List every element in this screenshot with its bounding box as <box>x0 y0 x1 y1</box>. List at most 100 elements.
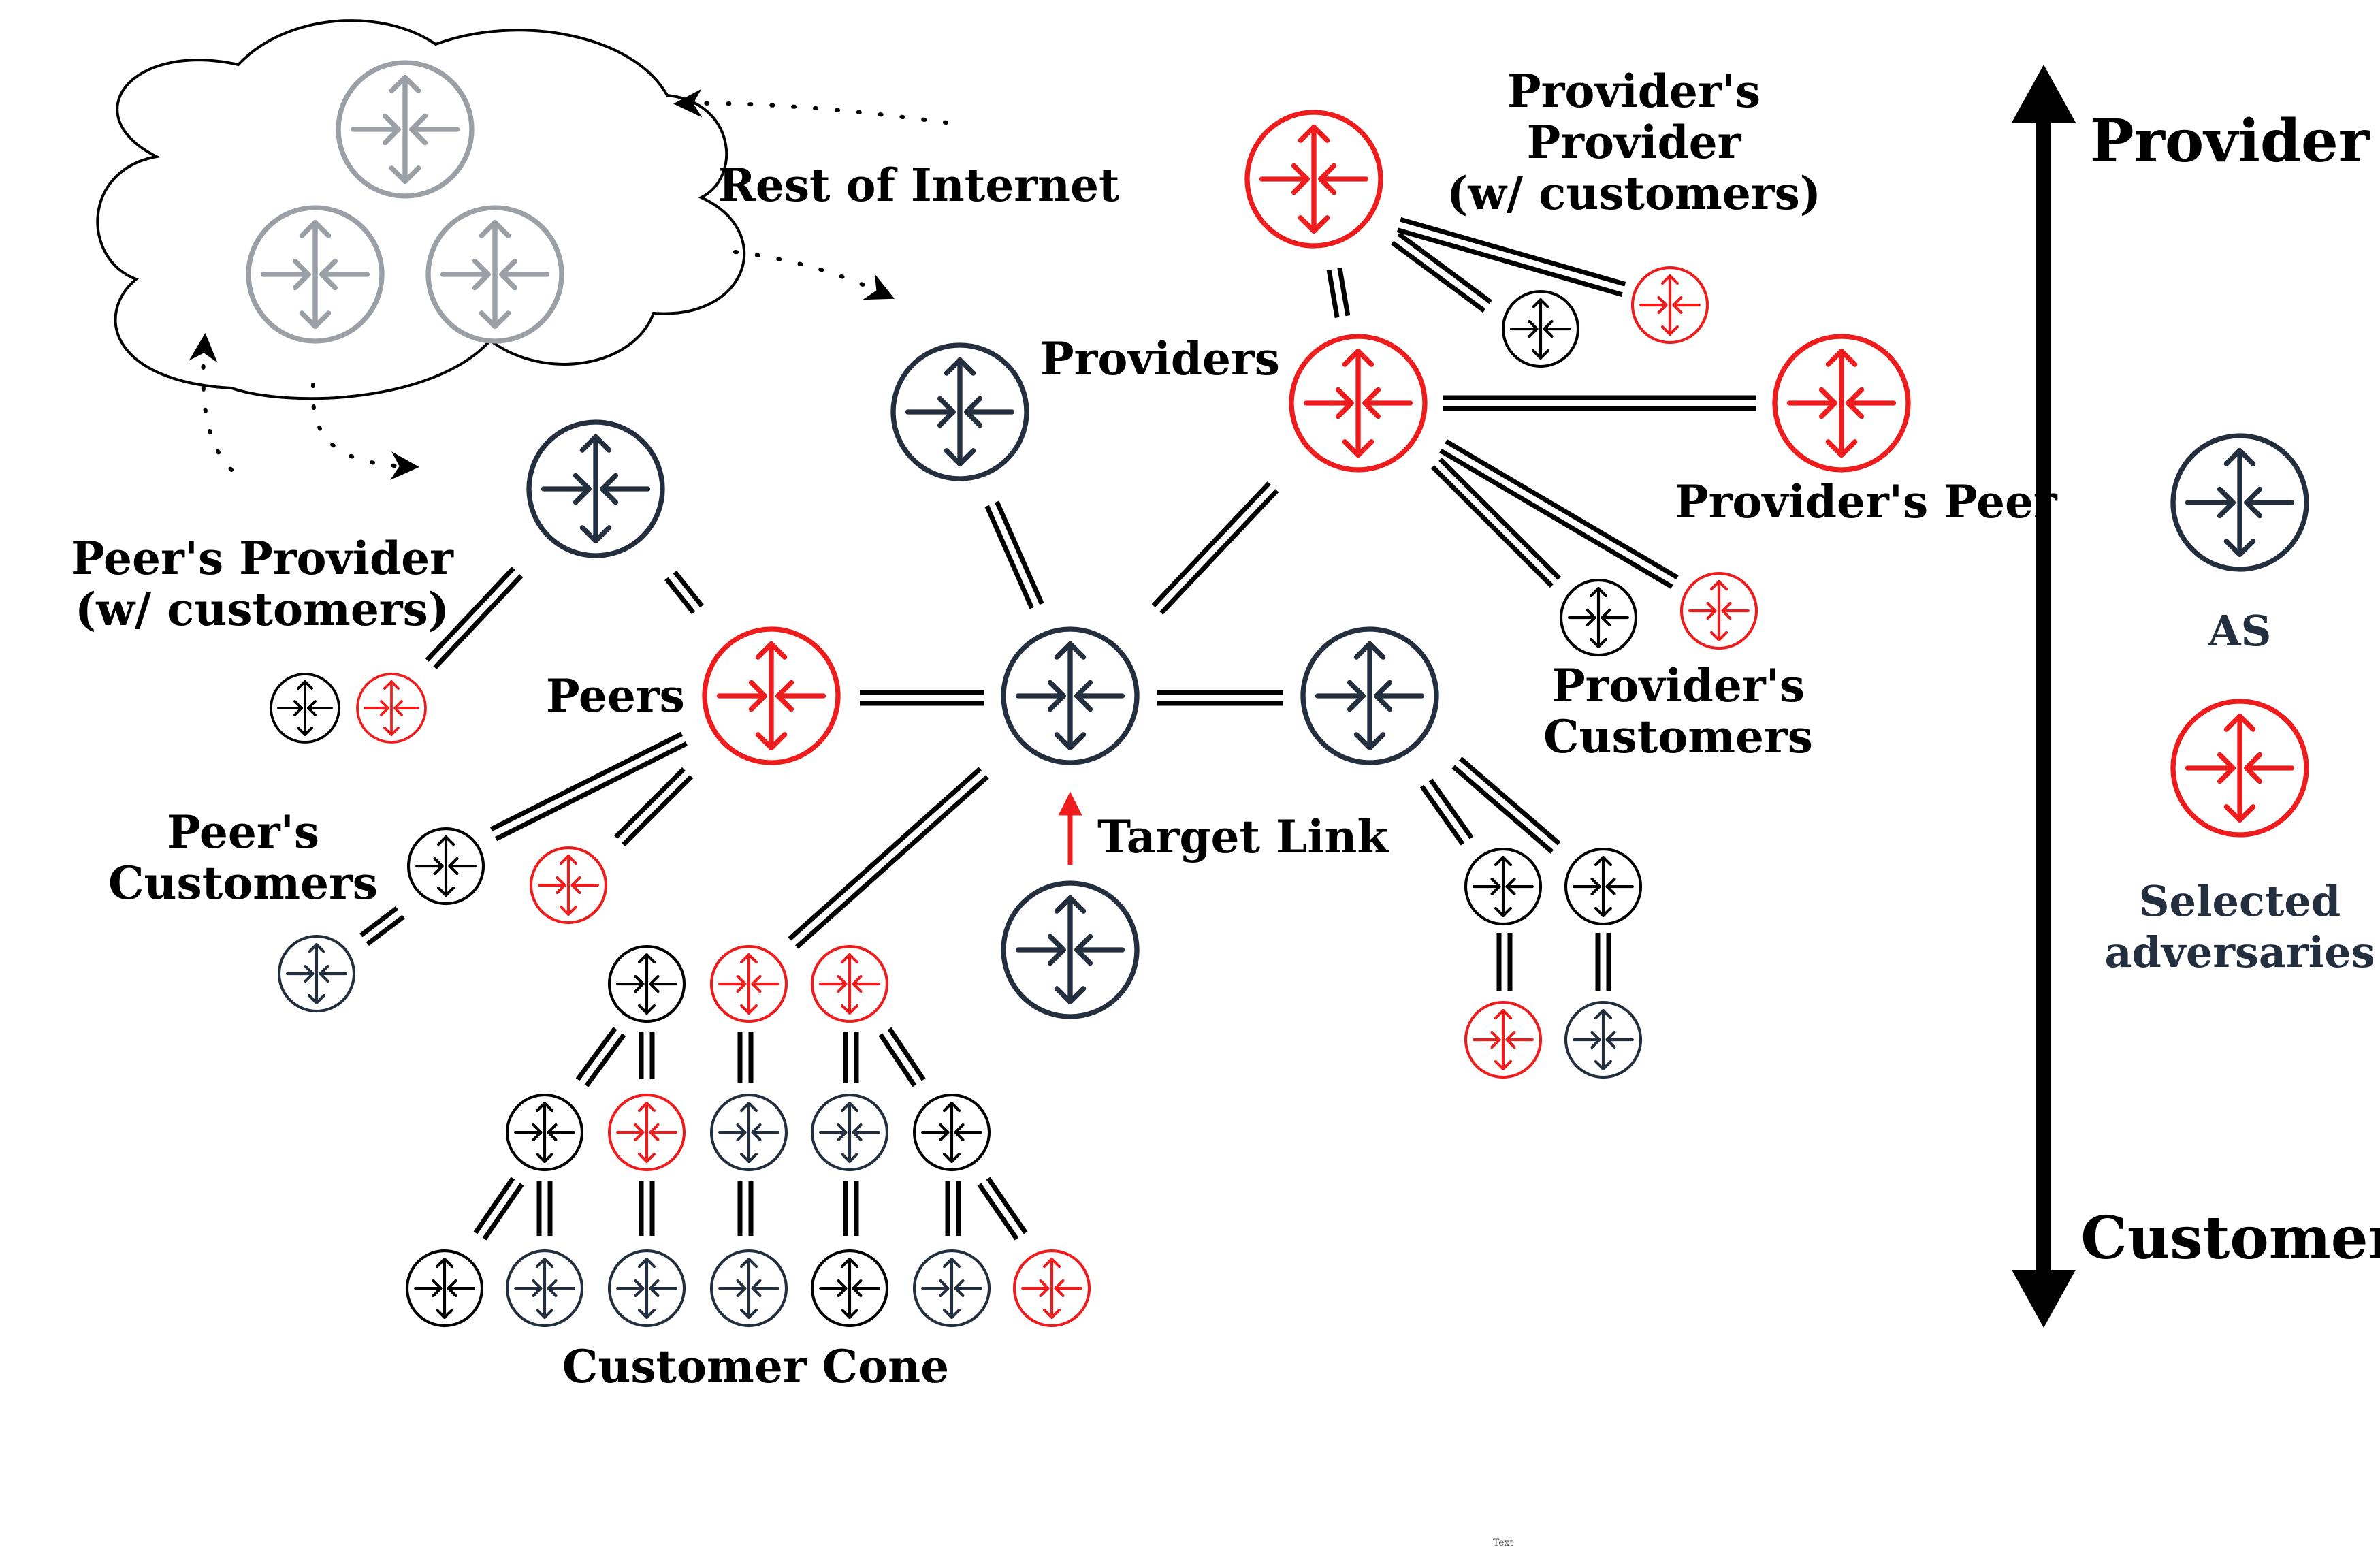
double-link <box>984 500 1044 609</box>
double-link <box>639 1181 655 1236</box>
double-link <box>1430 457 1562 588</box>
router-icon <box>246 205 385 344</box>
router-icon <box>1501 289 1580 368</box>
router-icon <box>356 673 427 744</box>
router-icon <box>1679 571 1758 650</box>
label-peers-provider-2: (w/ customers) <box>75 583 449 636</box>
router-icon <box>709 1249 788 1328</box>
router-icon <box>1464 1000 1543 1079</box>
double-link <box>737 1032 754 1083</box>
router-icon <box>425 205 564 344</box>
label-target-link: Target Link <box>1097 810 1389 863</box>
double-link <box>1396 217 1626 298</box>
router-icon <box>405 1249 484 1328</box>
label-providers-provider-2: Provider <box>1527 116 1742 169</box>
double-link <box>737 1181 754 1236</box>
router-icon <box>1001 626 1140 765</box>
label-providers-peer: Provider's Peer <box>1675 475 2058 528</box>
router-icon <box>1289 334 1428 473</box>
router-icon <box>1564 1000 1643 1079</box>
router-icon <box>1244 110 1383 249</box>
axis-label-provider: Provider <box>2090 107 2370 176</box>
router-icon <box>529 846 608 925</box>
router-icon <box>810 1093 889 1172</box>
label-providers: Providers <box>1040 332 1280 385</box>
label-providers-customers-1: Provider's <box>1551 659 1805 712</box>
router-icon <box>810 944 889 1023</box>
dotted-arrow-peer-right <box>310 383 419 480</box>
label-peers-customers-1: Peer's <box>167 806 319 859</box>
router-icon <box>912 1093 991 1172</box>
router-icon <box>1300 626 1439 765</box>
router-icon <box>1772 334 1911 473</box>
label-providers-provider-3: (w/ customers) <box>1447 167 1821 220</box>
label-providers-provider-1: Provider's <box>1507 65 1760 118</box>
double-link <box>1391 232 1492 313</box>
legend-adversary-icon <box>2170 699 2309 838</box>
router-icon <box>709 944 788 1023</box>
double-link <box>1443 395 1756 411</box>
double-link <box>425 567 524 669</box>
double-link <box>1439 439 1679 589</box>
double-link <box>359 906 405 946</box>
label-customer-cone: Customer Cone <box>562 1340 949 1393</box>
footer-text: Text <box>1493 1537 1513 1547</box>
router-icon <box>505 1093 584 1172</box>
double-link <box>860 690 984 706</box>
legend-adversary-label-1: Selected <box>2139 876 2341 926</box>
double-link <box>788 767 989 949</box>
router-icon <box>406 827 485 906</box>
double-link <box>1151 481 1279 615</box>
legend-as-label: AS <box>2208 606 2272 656</box>
double-link <box>1451 756 1561 854</box>
double-link <box>945 1181 961 1236</box>
double-link <box>639 1032 655 1079</box>
router-icon <box>1630 266 1709 345</box>
router-icon <box>1564 847 1643 926</box>
dotted-arrow-internet-out <box>733 250 895 300</box>
axis-label-customer: Customer <box>2080 1204 2380 1273</box>
legend-as-icon <box>2170 433 2309 572</box>
axis-arrowhead-up <box>2012 65 2076 123</box>
double-link <box>843 1181 859 1236</box>
router-icon <box>270 673 340 744</box>
router-icon <box>607 944 686 1023</box>
label-peers: Peers <box>546 669 685 722</box>
dotted-arrow-peer-up <box>189 333 234 472</box>
router-icon <box>810 1249 889 1328</box>
nodes-layer <box>246 60 2309 1328</box>
double-link <box>1496 933 1513 991</box>
router-icon <box>890 342 1029 481</box>
router-icon <box>526 419 665 558</box>
double-link <box>536 1181 553 1236</box>
router-icon <box>1559 578 1638 657</box>
label-rest-of-internet: Rest of Internet <box>718 159 1120 212</box>
double-link <box>664 570 704 615</box>
label-peers-provider-1: Peer's Provider <box>71 532 454 585</box>
double-link <box>1326 268 1351 318</box>
router-icon <box>607 1249 686 1328</box>
router-icon <box>505 1249 584 1328</box>
double-link <box>1595 933 1611 991</box>
double-link <box>1419 778 1474 846</box>
router-icon <box>702 626 841 765</box>
double-link <box>489 731 688 842</box>
double-link <box>843 1032 859 1083</box>
double-link <box>977 1177 1028 1241</box>
dotted-arrow-internet-in <box>673 89 948 125</box>
double-link <box>613 767 694 847</box>
router-icon <box>277 934 356 1013</box>
router-icon <box>1012 1249 1091 1328</box>
router-icon <box>336 60 475 199</box>
axis-arrowhead-down <box>2012 1270 2076 1328</box>
router-icon <box>1464 847 1543 926</box>
router-icon <box>709 1093 788 1172</box>
router-icon <box>1001 880 1140 1019</box>
label-providers-customers-2: Customers <box>1543 710 1813 763</box>
double-link <box>575 1027 626 1087</box>
links-layer <box>359 217 1756 1241</box>
router-icon <box>912 1249 991 1328</box>
double-link <box>473 1177 524 1241</box>
